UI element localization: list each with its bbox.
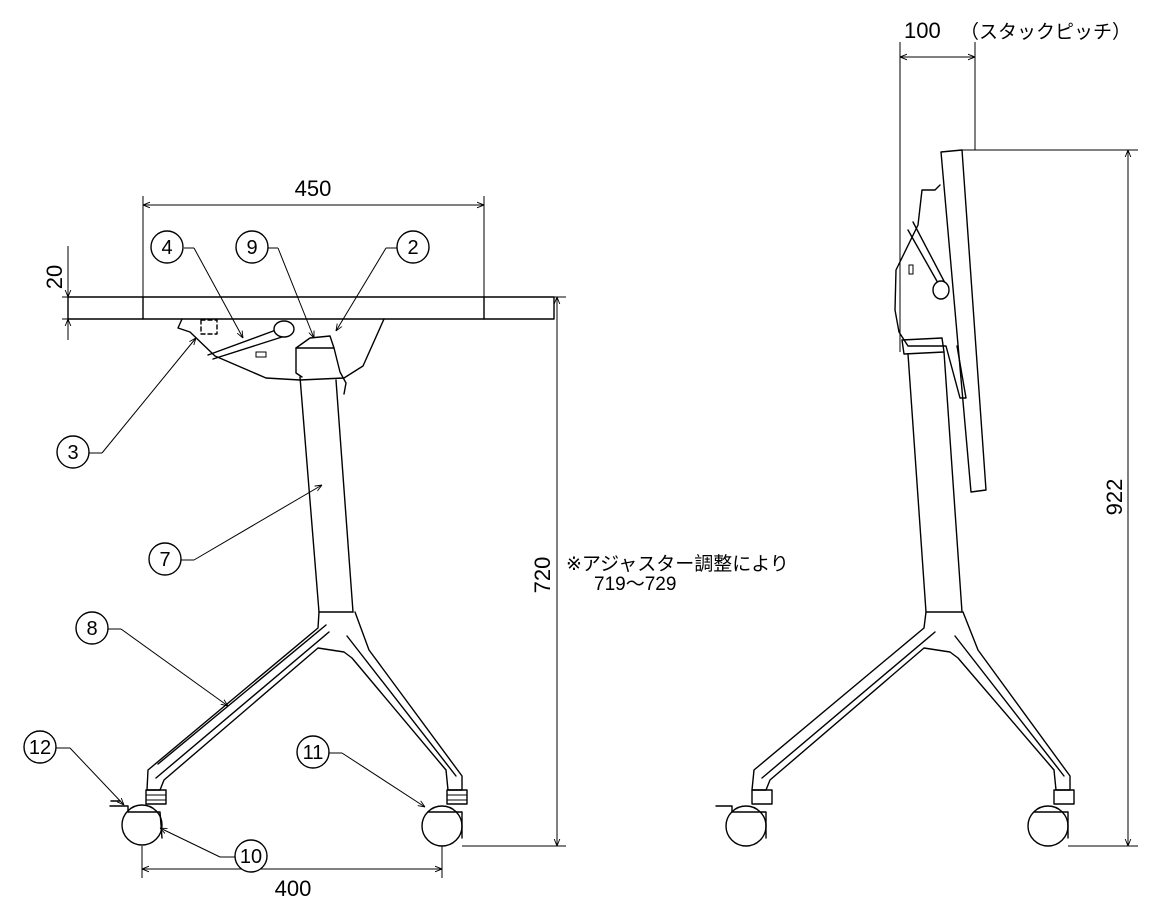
- mechanism-bracket: [177, 318, 385, 381]
- side-bracket: [894, 184, 967, 399]
- callout-8: 8: [86, 618, 97, 640]
- adjuster-note-line1: ※アジャスター調整により: [566, 553, 789, 575]
- lever: [207, 329, 277, 356]
- dim-caster-span: 400: [275, 876, 312, 901]
- callouts: 4 9 2 3 7 8 12 11: [23, 230, 430, 873]
- callout-9: 9: [246, 237, 257, 259]
- front-view: [67, 296, 555, 847]
- dim-stack-pitch-note: （スタックピッチ）: [960, 21, 1131, 43]
- callout-11: 11: [303, 742, 324, 764]
- dim-top-thickness: 20: [42, 265, 67, 289]
- dim-table-depth: 450: [295, 176, 332, 201]
- caster-left: [121, 804, 163, 846]
- callout-12: 12: [29, 737, 51, 759]
- callout-7: 7: [159, 549, 170, 571]
- side-view: [715, 149, 1075, 847]
- callout-10: 10: [240, 846, 262, 868]
- callout-2: 2: [407, 237, 418, 259]
- callout-4: 4: [161, 237, 172, 259]
- folded-top: [940, 149, 987, 493]
- table-top: [67, 296, 555, 320]
- dim-stack-pitch: 100: [904, 18, 941, 43]
- column-head: [295, 335, 335, 349]
- side-base-legs: [751, 611, 1071, 791]
- dim-height: 720: [530, 557, 555, 594]
- callout-3: 3: [67, 442, 78, 464]
- brake-pedal: [109, 805, 129, 813]
- adjuster-note-line2: 719〜729: [594, 574, 676, 595]
- base-legs: [146, 611, 463, 791]
- dimension-lines: 450 20 720 ※アジャスター調整により 719〜729 400 100 …: [42, 18, 1138, 901]
- column: [299, 376, 320, 613]
- dim-folded-height: 922: [1102, 479, 1127, 516]
